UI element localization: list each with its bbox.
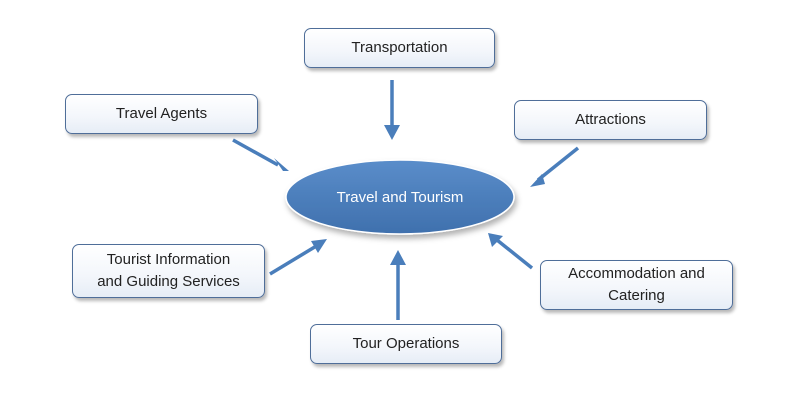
arrow-travel-agents xyxy=(232,138,289,171)
node-accommodation-line-1: Accommodation and xyxy=(568,265,705,282)
node-travel-agents: Travel Agents xyxy=(65,94,258,134)
node-tour-operations-label: Tour Operations xyxy=(352,335,460,352)
node-accommodation: Accommodation and Catering xyxy=(540,260,733,310)
node-tourist-info-line-1: Tourist Information xyxy=(106,251,231,268)
arrow-tour-operations xyxy=(390,250,406,320)
node-attractions-label: Attractions xyxy=(575,111,646,128)
node-tour-operations: Tour Operations xyxy=(310,324,502,364)
center-ellipse xyxy=(285,159,515,235)
node-attractions: Attractions xyxy=(514,100,707,140)
node-accommodation-line-2: Catering xyxy=(608,287,665,304)
node-transportation-label: Transportation xyxy=(351,39,448,56)
node-travel-agents-label: Travel Agents xyxy=(115,105,208,122)
node-tourist-info: Tourist Information and Guiding Services xyxy=(72,244,265,298)
arrow-tourist-info xyxy=(269,239,327,276)
node-transportation: Transportation xyxy=(304,28,495,68)
node-tourist-info-line-2: and Guiding Services xyxy=(97,273,240,290)
center-label: Travel and Tourism xyxy=(336,188,464,206)
arrow-transportation xyxy=(384,80,400,140)
arrow-attractions xyxy=(530,146,580,187)
arrow-accommodation xyxy=(488,233,534,270)
